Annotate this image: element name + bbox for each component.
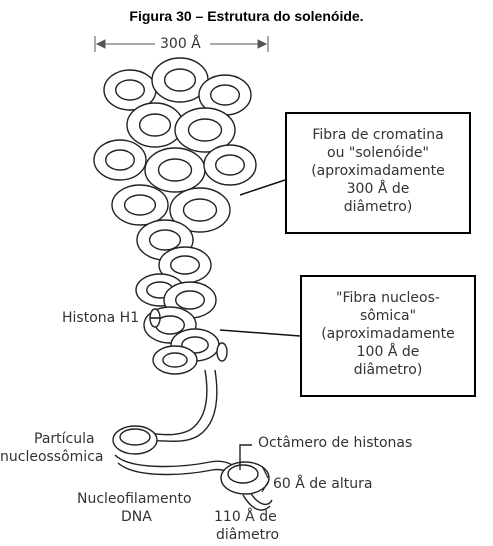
coil-ring-inner xyxy=(162,352,188,368)
coil-ring-inner xyxy=(114,79,145,101)
coil-ring-inner xyxy=(148,229,182,251)
particle-label: Partícula xyxy=(34,431,95,447)
nucleosome-callout-line: 100 Å de xyxy=(356,344,420,360)
coil-ring-inner xyxy=(163,68,197,92)
histone-h1-label: Histona H1 xyxy=(62,310,140,326)
particle-label: nucleossômica xyxy=(0,449,104,465)
figure-title: Figura 30 – Estrutura do solenóide. xyxy=(129,8,364,24)
solenoid-callout-line: 300 Å de xyxy=(346,181,410,197)
coil-ring-inner xyxy=(138,113,172,137)
coil-ring-inner xyxy=(157,158,193,182)
solenoid-callout-line: Fibra de cromatina xyxy=(312,127,444,143)
coil-ring-inner xyxy=(214,154,245,176)
solenoid-callout-line: ou "solenóide" xyxy=(327,145,429,161)
height-label: 60 Å de altura xyxy=(273,476,373,492)
diameter-label: 110 Å de xyxy=(214,509,277,525)
height-bracket xyxy=(261,465,269,493)
solenoid-callout-line: (aproximadamente xyxy=(311,163,445,179)
nucleosome-callout-box: "Fibra nucleos- sômica" (aproximadamente… xyxy=(300,275,476,397)
dimension-label: 300 Å xyxy=(160,36,201,52)
nucleosome-leader-line xyxy=(219,329,301,337)
solenoid-callout-box: Fibra de cromatina ou "solenóide" (aprox… xyxy=(285,112,471,234)
coil-ring-inner xyxy=(187,118,223,142)
nucleosome-callout-line: (aproximadamente xyxy=(321,326,455,342)
coil-ring-inner xyxy=(182,198,218,222)
solenoid-leader-line xyxy=(239,179,286,196)
coil-ring-inner xyxy=(169,255,200,275)
octamer-label: Octâmero de histonas xyxy=(258,435,413,451)
coil-ring-inner xyxy=(174,290,205,310)
nucleosome-callout-line: "Fibra nucleos- xyxy=(336,290,440,306)
coil-ring-inner xyxy=(104,149,135,171)
coil-ring-inner xyxy=(209,84,240,106)
nucleofilament-label: Nucleofilamento xyxy=(77,491,192,507)
solenoid-callout-line: diâmetro) xyxy=(343,199,413,215)
nucleofilament-label: DNA xyxy=(121,509,152,525)
octamer-leader xyxy=(239,444,252,470)
dimension-arrow xyxy=(94,36,269,52)
nucleosome-callout-line: diâmetro) xyxy=(353,362,423,378)
nucleosome-particle xyxy=(112,425,270,495)
coil-ring-inner xyxy=(123,194,157,216)
histone-h1-mark xyxy=(216,342,228,362)
diameter-label: diâmetro xyxy=(216,527,280,543)
nucleosome-callout-line: sômica" xyxy=(359,308,417,324)
solenoid-coils xyxy=(93,57,257,375)
